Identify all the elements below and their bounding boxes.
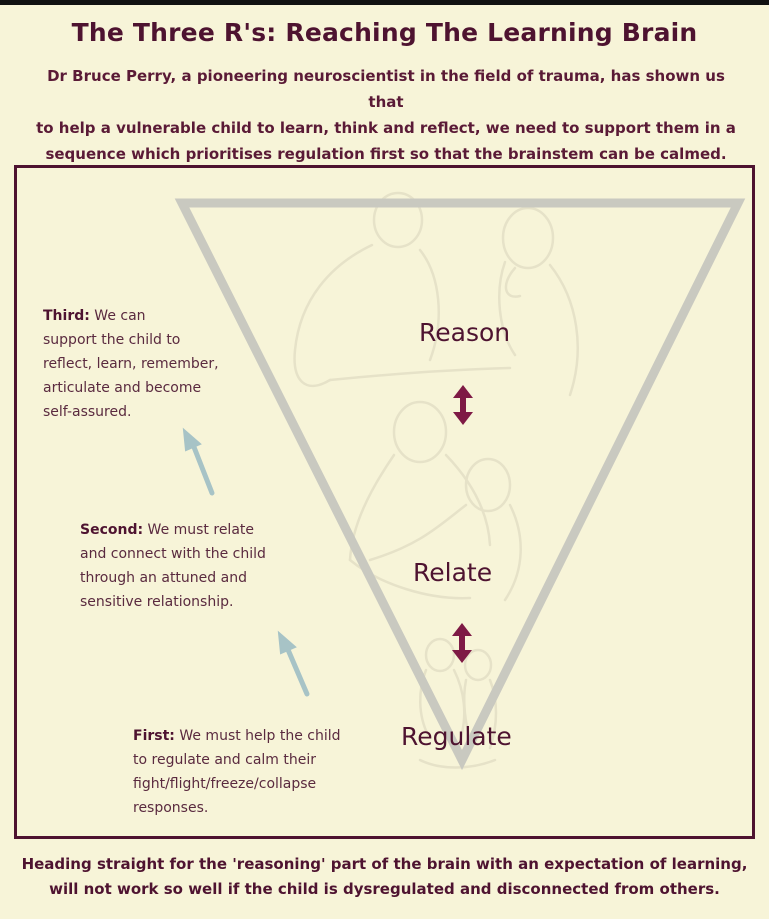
note-first-text: We must help the child: [174, 728, 341, 744]
note-first-line: responses.: [133, 800, 209, 816]
double-arrow-icon: [452, 623, 472, 663]
note-second-line: Second: We must relate: [80, 518, 266, 542]
footer-line: Heading straight for the 'reasoning' par…: [21, 855, 748, 873]
stage-relate: Relate: [413, 558, 493, 587]
note-second-line: through an attuned and: [80, 570, 247, 586]
intro-paragraph: Dr Bruce Perry, a pioneering neuroscient…: [30, 63, 742, 167]
up-arrow-icon: [182, 427, 215, 496]
note-third-line: self-assured.: [43, 404, 132, 420]
footer-line: will not work so well if the child is dy…: [49, 880, 720, 898]
note-third-line: support the child to: [43, 332, 181, 348]
note-first-line: First: We must help the child: [133, 724, 341, 748]
note-second-text: We must relate: [143, 522, 255, 538]
note-third-line: Third: We can: [43, 304, 219, 328]
footer-text: Heading straight for the 'reasoning' par…: [0, 852, 769, 902]
note-second-line: and connect with the child: [80, 546, 266, 562]
top-border: [0, 0, 769, 5]
note-third: Third: We can support the child to refle…: [43, 304, 219, 424]
intro-line: Dr Bruce Perry, a pioneering neuroscient…: [47, 67, 725, 111]
note-first: First: We must help the child to regulat…: [133, 724, 341, 820]
note-second-lead: Second:: [80, 522, 144, 538]
page-title: The Three R's: Reaching The Learning Bra…: [71, 18, 698, 47]
note-third-line: articulate and become: [43, 380, 202, 396]
intro-line: sequence which prioritises regulation fi…: [45, 145, 727, 163]
diagram-frame: [14, 165, 755, 839]
note-first-lead: First:: [133, 728, 175, 744]
note-first-line: fight/flight/freeze/collapse: [133, 776, 317, 792]
double-arrow-icon: [453, 385, 473, 425]
note-third-line: reflect, learn, remember,: [43, 356, 219, 372]
figure-illustration: [293, 191, 579, 769]
note-first-line: to regulate and calm their: [133, 752, 317, 768]
stage-reason: Reason: [419, 318, 511, 347]
note-third-text: We can: [89, 308, 146, 324]
note-third-lead: Third:: [43, 308, 90, 324]
stage-regulate: Regulate: [401, 722, 512, 751]
up-arrow-icon: [277, 630, 310, 697]
intro-line: to help a vulnerable child to learn, thi…: [36, 119, 736, 137]
note-second-line: sensitive relationship.: [80, 594, 234, 610]
note-second: Second: We must relate and connect with …: [80, 518, 266, 614]
inverted-triangle: [174, 198, 746, 771]
